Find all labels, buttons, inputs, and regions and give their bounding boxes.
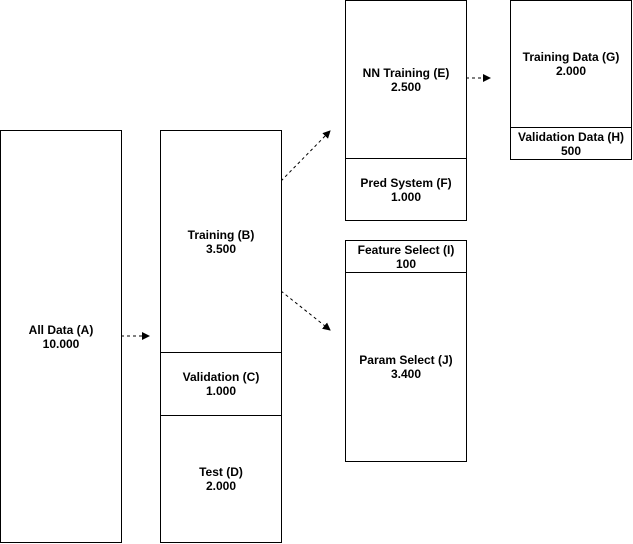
- validation-name: Validation (C): [182, 370, 260, 384]
- training-name: Training (B): [187, 227, 255, 242]
- param-select-name: Param Select (J): [359, 353, 453, 367]
- nn-training-value: 2.500: [390, 79, 422, 94]
- edge-b-to-e: [280, 130, 331, 182]
- training-cell: Training (B) 3.500: [161, 131, 281, 352]
- pred-system-cell: Pred System (F) 1.000: [346, 158, 466, 220]
- param-select-value: 3.400: [390, 367, 422, 381]
- pred-system-name: Pred System (F): [360, 175, 452, 190]
- all-data-name: All Data (A): [28, 322, 94, 337]
- test-cell: Test (D) 2.000: [161, 415, 281, 542]
- pred-system-value: 1.000: [390, 189, 422, 204]
- validation-data-value: 500: [560, 143, 582, 158]
- select-stack-box: Feature Select (I) 100 Param Select (J) …: [345, 240, 467, 462]
- all-data-value: 10.000: [42, 336, 80, 351]
- feature-select-name: Feature Select (I): [357, 242, 455, 257]
- test-value: 2.000: [205, 479, 237, 493]
- training-data-value: 2.000: [555, 64, 587, 78]
- test-name: Test (D): [199, 465, 243, 479]
- training-data-cell: Training Data (G) 2.000: [511, 1, 631, 127]
- validation-value: 1.000: [205, 384, 237, 398]
- edge-b-to-j: [280, 290, 331, 331]
- nn-stack-box: NN Training (E) 2.500 Pred System (F) 1.…: [345, 0, 467, 221]
- feature-select-value: 100: [395, 256, 417, 271]
- all-data-box: All Data (A) 10.000: [0, 130, 122, 543]
- training-data-name: Training Data (G): [522, 50, 620, 64]
- nn-data-stack-box: Training Data (G) 2.000 Validation Data …: [510, 0, 632, 160]
- all-data-cell: All Data (A) 10.000: [1, 131, 121, 542]
- param-select-cell: Param Select (J) 3.400: [346, 272, 466, 461]
- validation-data-cell: Validation Data (H) 500: [511, 127, 631, 159]
- training-value: 3.500: [205, 241, 237, 256]
- feature-select-cell: Feature Select (I) 100: [346, 241, 466, 272]
- nn-training-cell: NN Training (E) 2.500: [346, 1, 466, 158]
- nn-training-name: NN Training (E): [362, 65, 450, 80]
- validation-data-name: Validation Data (H): [517, 129, 624, 144]
- split-stack-box: Training (B) 3.500 Validation (C) 1.000 …: [160, 130, 282, 543]
- validation-cell: Validation (C) 1.000: [161, 352, 281, 415]
